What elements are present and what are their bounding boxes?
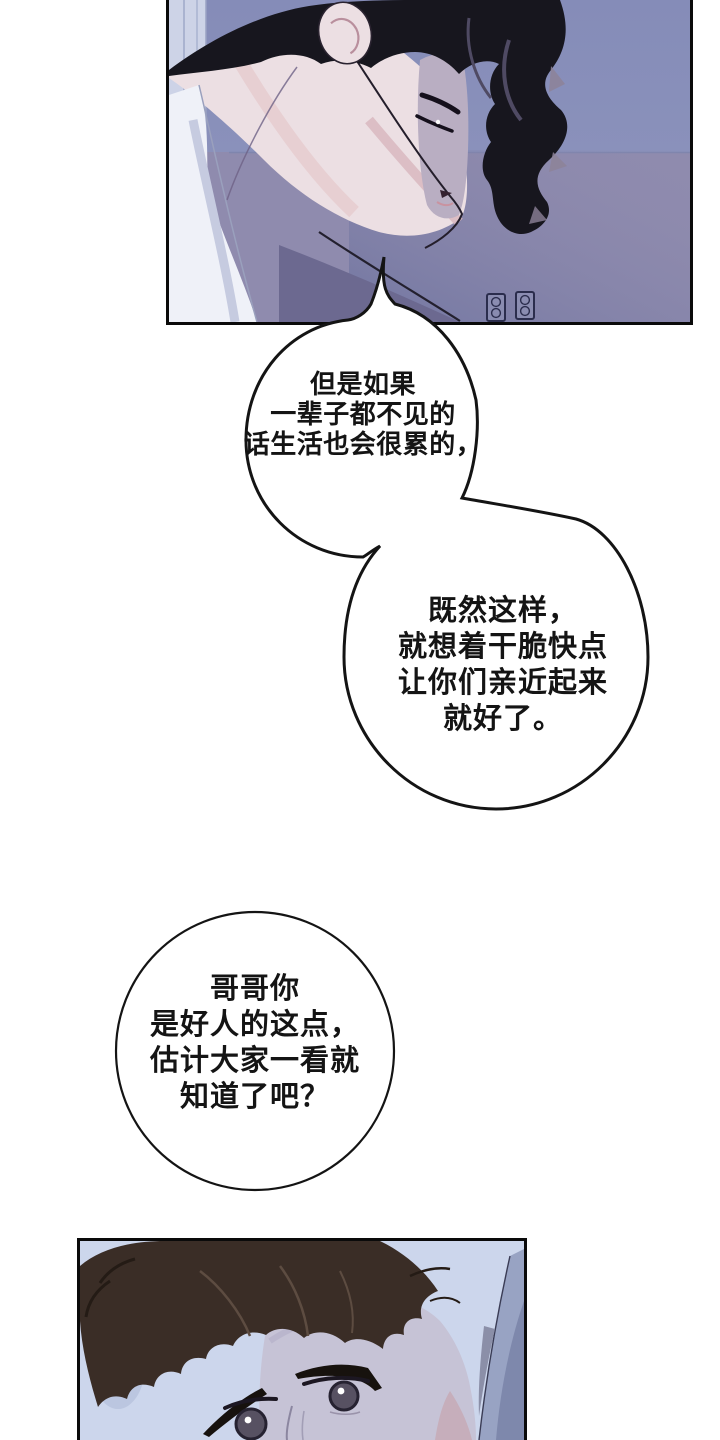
man1-eye [415,92,461,133]
dialogue-line: 哥哥你 [209,973,300,1005]
man2-nose [285,1405,305,1440]
man2-right-eye [302,1375,370,1415]
outlet-icon [515,291,535,320]
outlet-icon [486,293,506,322]
man1-ear [317,1,373,65]
panel-bottom [77,1238,527,1440]
man2-hair [80,1241,461,1407]
speech-bubble-2-text: 既然这样， 就想着干脆快点 让你们亲近起来 就好了。 [336,593,670,737]
dialogue-line: 让你们亲近起来 [397,667,608,699]
man1-hair [169,0,568,235]
dialogue-line: 就好了。 [442,703,563,735]
speech-bubble-3-text: 哥哥你 是好人的这点， 估计大家一看就 知道了吧？ [88,971,422,1115]
dialogue-line: 话生活也会很累的， [243,429,483,459]
man1-face [354,53,469,249]
dialogue-line: 就想着干脆快点 [397,631,608,663]
panel-top [166,0,693,325]
speech-bubble-1-text: 但是如果 一辈子都不见的 话生活也会很累的， [203,369,523,459]
panel-top-art [169,0,690,322]
blanket [478,1249,524,1440]
dialogue-line: 但是如果 [309,369,416,399]
dialogue-line: 既然这样， [427,595,578,627]
dialogue-line: 知道了吧？ [179,1081,330,1113]
man1-skin [169,9,468,236]
man1-mouth [436,190,454,207]
dialogue-line: 一辈子都不见的 [270,399,456,429]
dialogue-line: 估计大家一看就 [149,1045,360,1077]
dialogue-line: 是好人的这点， [149,1009,360,1041]
panel-bottom-art [80,1241,524,1440]
man2-left-eye [223,1396,278,1440]
